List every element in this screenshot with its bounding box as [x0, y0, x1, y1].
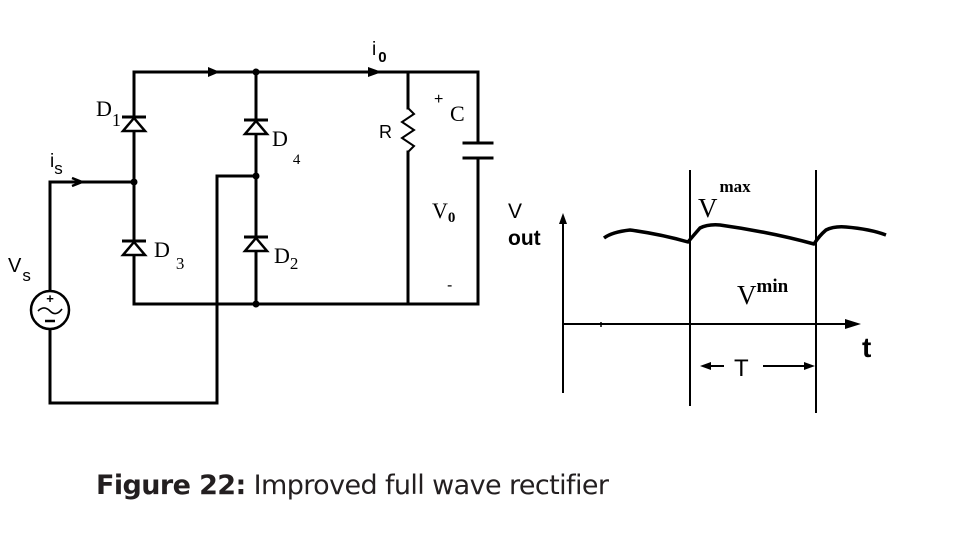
d4-label: D4: [272, 126, 301, 168]
output-voltage-label: V0: [432, 198, 455, 226]
x-axis-label: t: [862, 332, 871, 363]
period-right-arrow-icon: [804, 362, 815, 370]
resistor-label: R: [379, 122, 392, 142]
junction-dot: [252, 300, 260, 308]
output-waveform-plot: V out t Vmax Vmin T: [508, 170, 887, 413]
ac-source-icon: +: [29, 289, 71, 331]
figure-caption: Figure 22: Improved full wave rectifier: [96, 470, 609, 501]
figure-number: Figure 22:: [96, 470, 246, 501]
y-axis-subscript: out: [508, 227, 541, 250]
period-left-arrow-icon: [700, 362, 711, 370]
diode-d2-icon: [242, 235, 270, 253]
source-current-label: is: [50, 151, 63, 178]
junction-dot: [252, 68, 260, 76]
period-label: T: [734, 355, 749, 382]
capacitor-label: C: [450, 101, 465, 126]
figure-title: Improved full wave rectifier: [245, 470, 609, 501]
junction-dot: [130, 178, 138, 186]
y-axis-label: V: [508, 200, 522, 223]
y-axis-arrow-icon: [559, 213, 567, 224]
diode-d3-icon: [120, 239, 148, 257]
svg-text:+: +: [46, 291, 54, 306]
diode-d1-icon: [120, 115, 148, 133]
source-current-arrow-icon: [71, 176, 86, 188]
resistor-symbol: [400, 107, 416, 153]
vmin-label: Vmin: [737, 276, 789, 310]
capacitor-plus-label: +: [434, 91, 443, 108]
vmax-label: Vmax: [698, 177, 751, 223]
output-minus-label: -: [447, 277, 452, 294]
x-axis-arrow-icon: [845, 319, 861, 329]
ripple-waveform: [602, 223, 887, 246]
diode-d4-icon: [242, 118, 270, 136]
output-current-arrow-icon: [368, 67, 382, 77]
junction-dot: [252, 172, 260, 180]
d2-label: D2: [274, 243, 298, 273]
d3-label: D3: [154, 237, 184, 273]
current-arrow-icon: [208, 67, 220, 77]
d1-label: D1: [96, 96, 121, 130]
source-voltage-label: Vs: [8, 255, 31, 285]
